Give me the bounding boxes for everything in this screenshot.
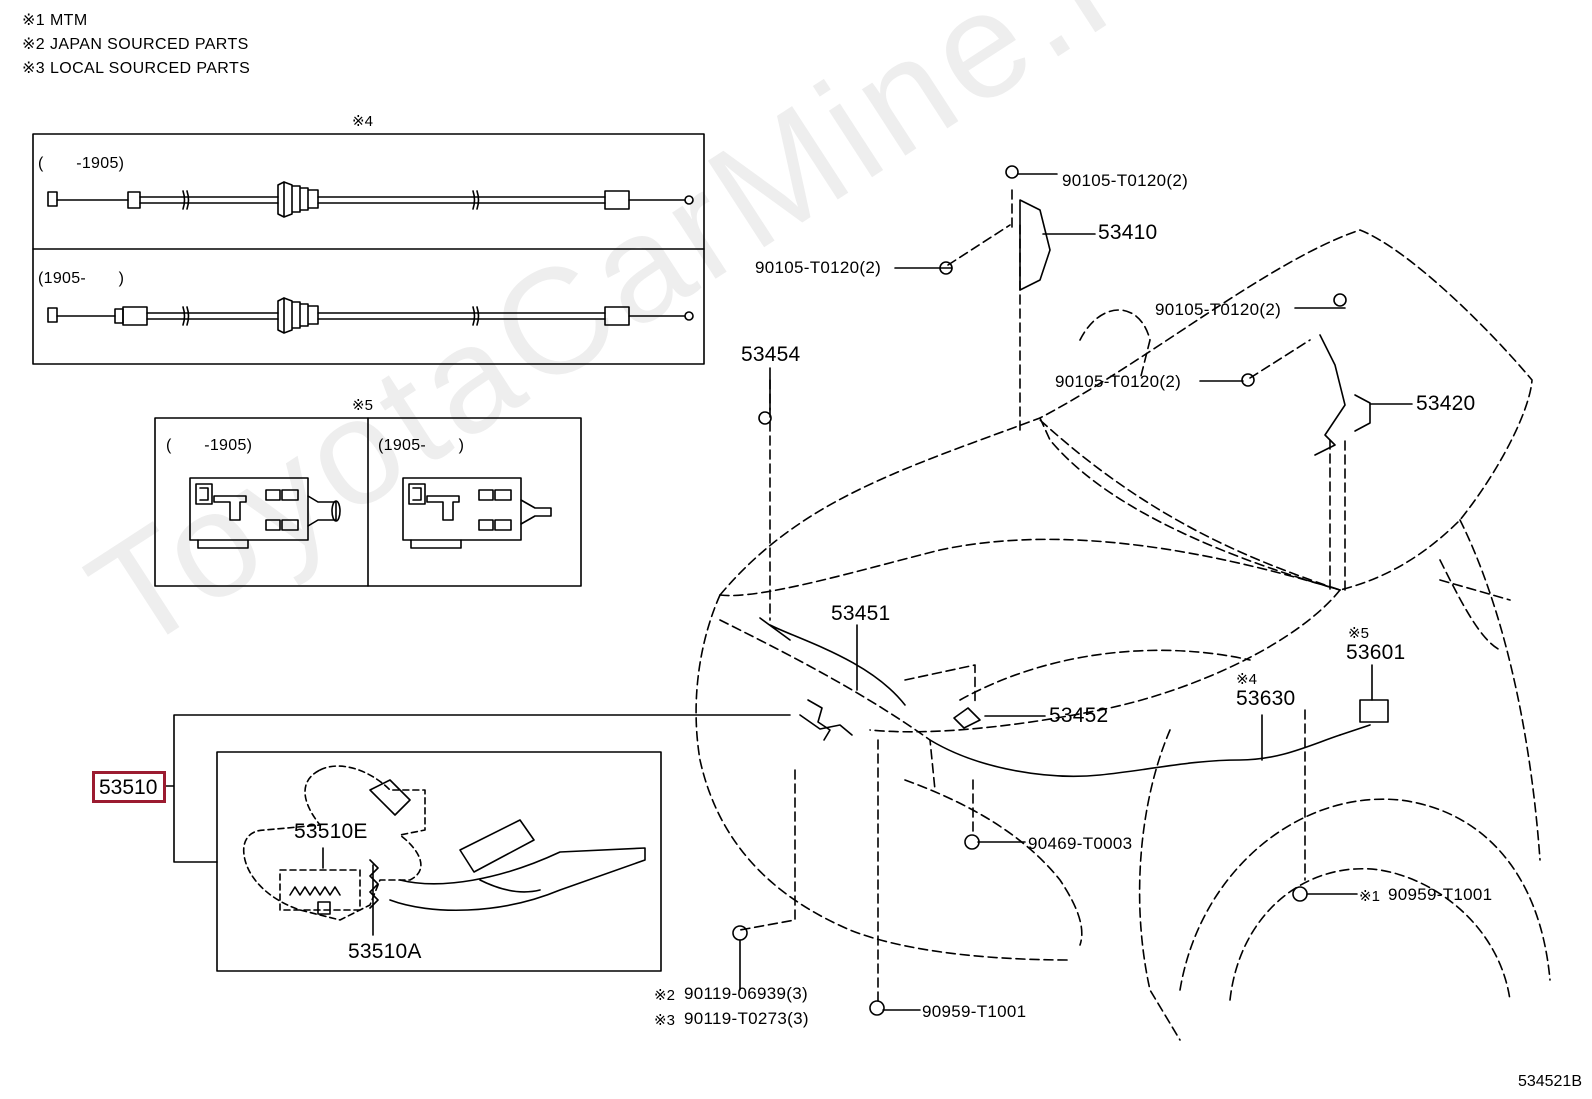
- part-label-53420[interactable]: 53420: [1416, 392, 1476, 415]
- box4-note: ※4: [352, 113, 373, 130]
- release-lever-variants-box: [154, 417, 582, 587]
- part-note-90119-b: ※3: [654, 1012, 675, 1029]
- legend: ※1 MTM ※2 JAPAN SOURCED PARTS ※3 LOCAL S…: [22, 9, 250, 81]
- hood-lock-cable-icon: [47, 297, 694, 334]
- hood-lock-assembly-icon: [243, 765, 646, 921]
- part-label-90959-b[interactable]: 90959-T1001: [922, 1002, 1027, 1021]
- part-label-90105-left[interactable]: 90105-T0120(2): [755, 258, 882, 277]
- part-label-53630[interactable]: 53630: [1236, 687, 1296, 710]
- part-note-90959-a: ※1: [1359, 888, 1380, 905]
- box4-row1-range: ( -1905): [38, 155, 125, 172]
- part-label-53452[interactable]: 53452: [1049, 704, 1109, 727]
- part-label-90105-top[interactable]: 90105-T0120(2): [1062, 171, 1189, 190]
- box4-row2-range: (1905- ): [38, 270, 125, 287]
- box5-left-range: ( -1905): [166, 437, 253, 454]
- part-label-53510-highlight[interactable]: 53510: [92, 771, 166, 803]
- component-strokes: [165, 165, 1413, 1016]
- part-label-53451[interactable]: 53451: [831, 602, 891, 625]
- part-label-53510[interactable]: 53510: [99, 776, 158, 799]
- legend-item-3: ※3 LOCAL SOURCED PARTS: [22, 60, 251, 77]
- part-label-90105-right-lower[interactable]: 90105-T0120(2): [1055, 372, 1182, 391]
- figure-id: 534521B: [1517, 1073, 1582, 1090]
- part-label-90119-a[interactable]: 90119-06939(3): [684, 984, 808, 1003]
- part-note-53601: ※5: [1348, 625, 1369, 642]
- box5-note: ※5: [352, 397, 373, 414]
- vehicle-hood-outline: [695, 189, 1551, 1041]
- legend-item-1: ※1 MTM: [22, 12, 88, 29]
- hood-lock-cable-icon: [47, 181, 694, 218]
- part-label-90105-right-upper[interactable]: 90105-T0120(2): [1155, 300, 1282, 319]
- part-note-53630: ※4: [1236, 671, 1257, 688]
- release-lever-icon: [402, 477, 552, 549]
- box5-right-range: (1905- ): [378, 437, 465, 454]
- part-note-90119-a: ※2: [654, 987, 675, 1004]
- part-label-53454[interactable]: 53454: [741, 343, 801, 366]
- part-label-90959-a[interactable]: 90959-T1001: [1388, 885, 1493, 904]
- part-label-90119-b[interactable]: 90119-T0273(3): [684, 1009, 809, 1028]
- hood-lock-inset-box: [216, 751, 662, 972]
- part-label-53410[interactable]: 53410: [1098, 221, 1158, 244]
- part-label-90469[interactable]: 90469-T0003: [1028, 834, 1133, 853]
- part-label-53601[interactable]: 53601: [1346, 641, 1406, 664]
- release-lever-icon: [189, 477, 341, 549]
- part-label-53510A[interactable]: 53510A: [348, 940, 422, 963]
- cable-variants-box: [32, 133, 705, 365]
- legend-item-2: ※2 JAPAN SOURCED PARTS: [22, 36, 249, 53]
- part-label-53510E[interactable]: 53510E: [294, 820, 368, 843]
